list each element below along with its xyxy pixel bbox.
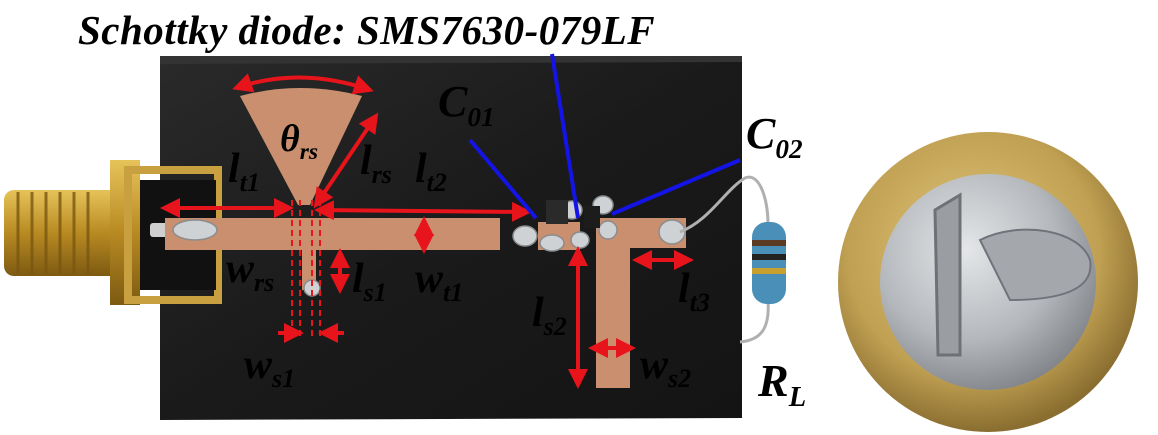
label-l-t1: lt1: [228, 146, 260, 198]
euro-coin: [838, 132, 1138, 432]
capacitor-c01: [546, 200, 568, 224]
diode: [584, 206, 600, 228]
label-l-rs: lrs: [360, 138, 392, 190]
label-w-s1: ws1: [244, 342, 296, 394]
load-resistor: [679, 175, 786, 344]
label-w-s2: ws2: [640, 342, 692, 394]
dimension-arrows: [160, 73, 694, 389]
label-l-s1: ls1: [352, 256, 387, 308]
pointer-lines: [468, 53, 741, 220]
label-l-s2: ls2: [532, 290, 567, 342]
label-c01: C01: [438, 77, 495, 132]
label-w-t1: wt1: [415, 256, 464, 308]
label-c02: C02: [746, 109, 803, 164]
diagram-title: Schottky diode: SMS7630-079LF: [78, 7, 656, 53]
dashed-guides: [291, 200, 321, 340]
label-l-t3: lt3: [678, 266, 710, 318]
label-theta-rs: θrs: [280, 118, 319, 166]
label-l-t2: lt2: [415, 146, 447, 198]
label-rl: RL: [758, 355, 807, 413]
label-w-rs: wrs: [226, 246, 275, 298]
